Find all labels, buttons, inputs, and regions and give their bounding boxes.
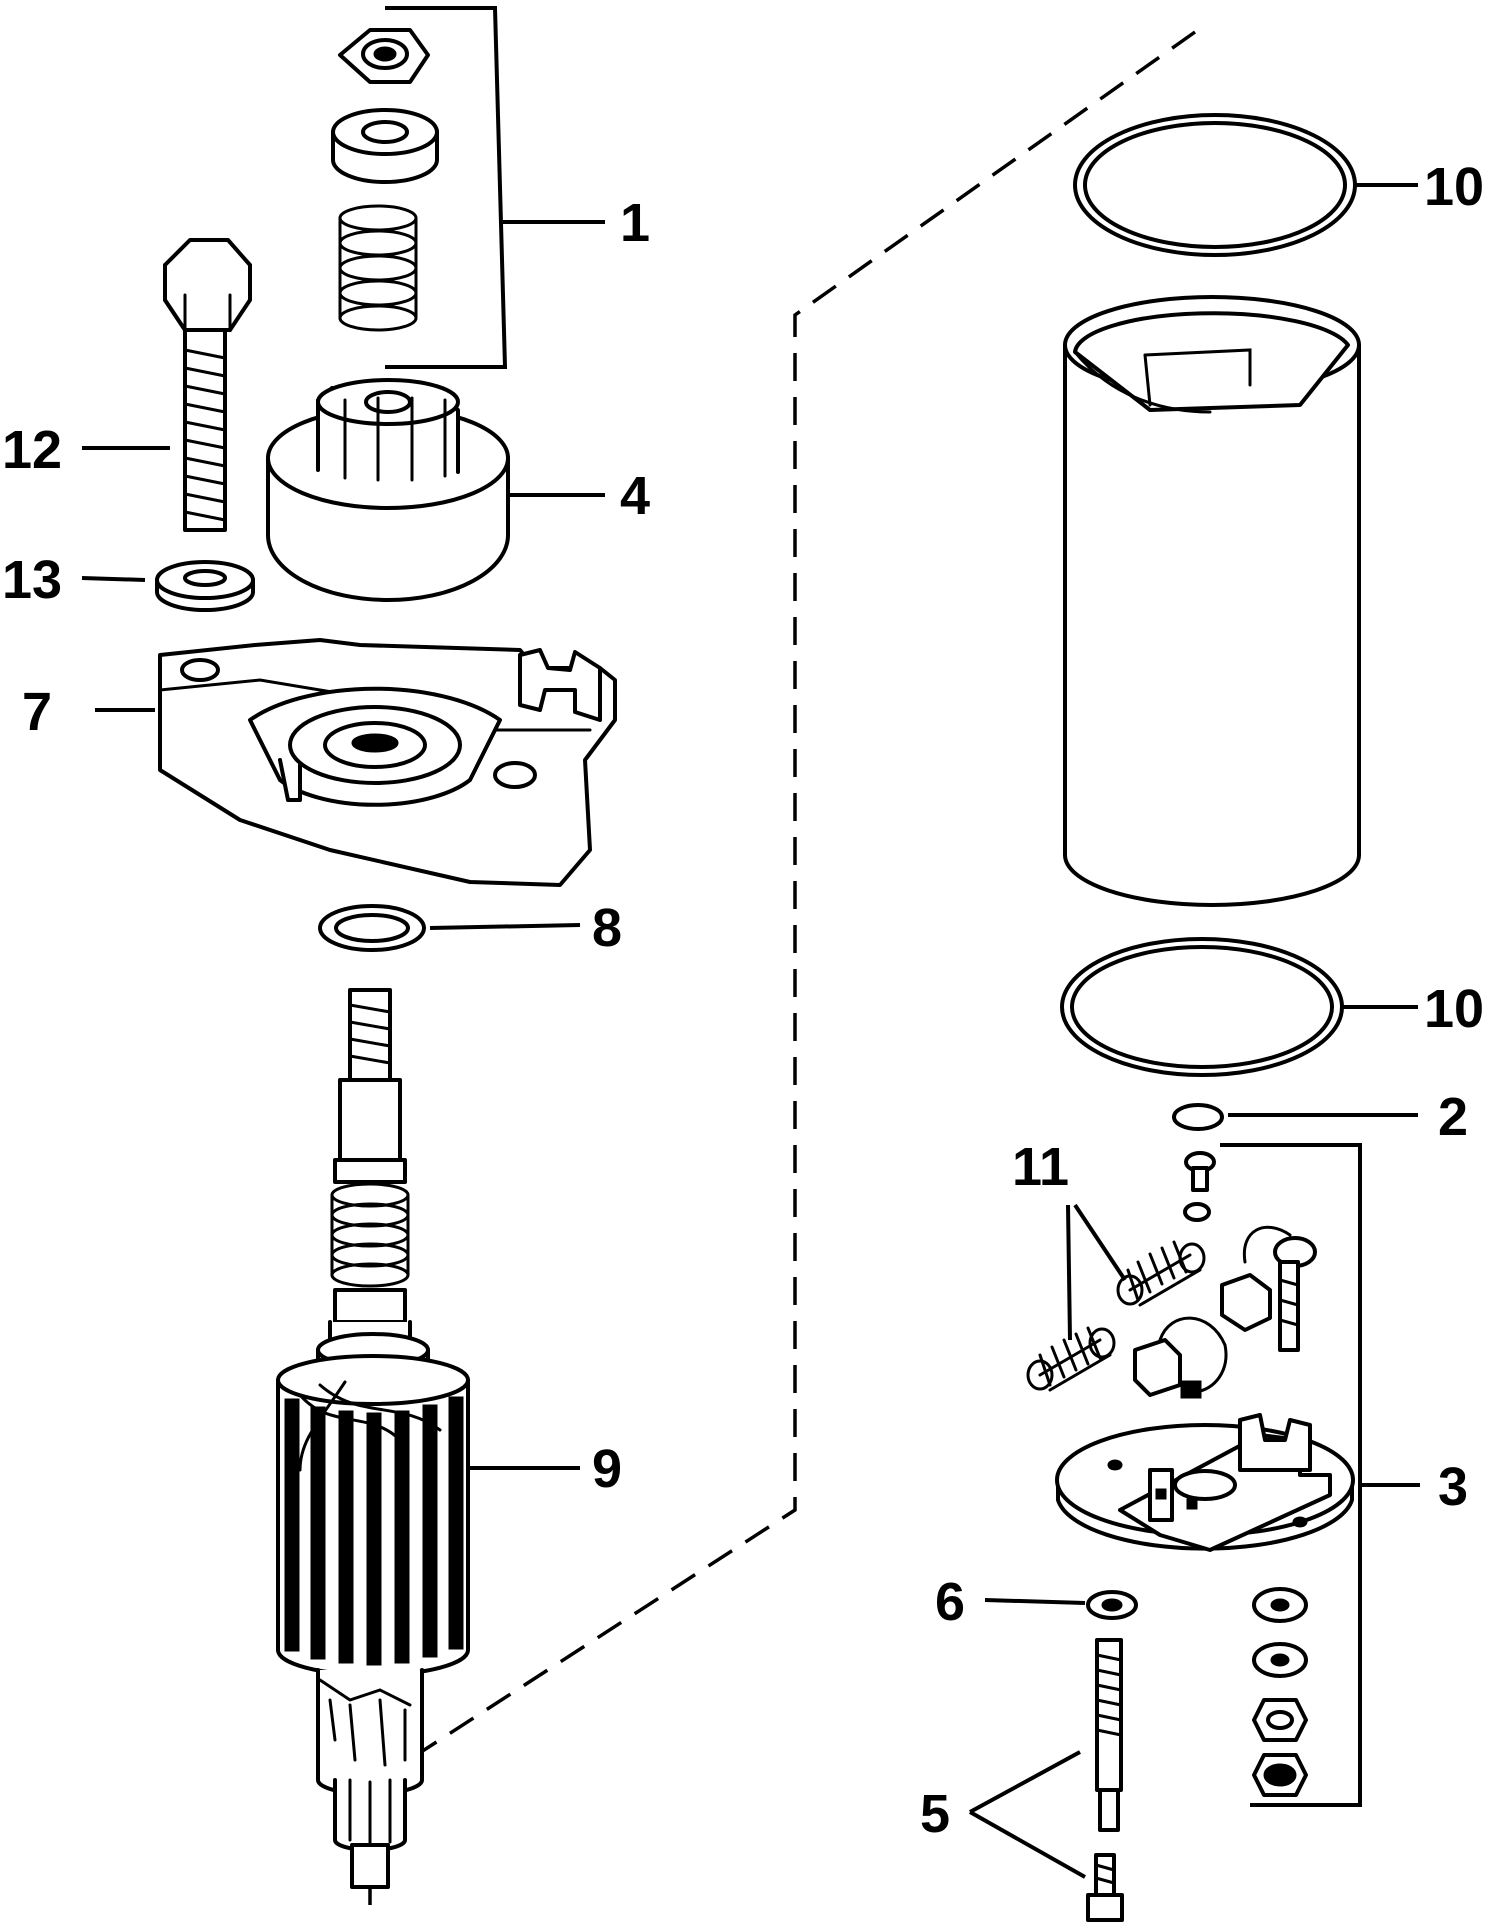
leader-8 (429, 923, 581, 930)
callout-1: 1 (620, 193, 650, 253)
callout-10-top: 10 (1424, 157, 1484, 217)
part-1-nut-bushing-spring (331, 28, 439, 332)
part-13-washer (155, 560, 255, 612)
callout-10-bottom: 10 (1424, 979, 1484, 1039)
callout-3: 3 (1438, 1457, 1468, 1517)
part-2-cap (1172, 1103, 1224, 1131)
coil-spring (338, 204, 418, 332)
through-bolt-short (1086, 1853, 1124, 1922)
part-9-armature (276, 988, 470, 1889)
stack-washer-2 (1252, 1642, 1308, 1678)
armature-shaft (333, 988, 407, 1184)
small-screw (1184, 1151, 1216, 1192)
part-4-drive-pinion (266, 378, 510, 602)
bracket-part-1 (385, 6, 605, 369)
callout-6: 6 (935, 1572, 965, 1632)
part-10-o-ring-top (1073, 113, 1357, 257)
leader-11 (1066, 1203, 1127, 1341)
hex-nut (338, 28, 430, 84)
brush-spring-upper (1116, 1240, 1206, 1307)
bushing (331, 108, 439, 184)
brush-holder-top (1220, 1225, 1317, 1352)
through-bolt-long (1095, 1638, 1123, 1832)
leader-6 (984, 1598, 1086, 1605)
part-12-bolt (163, 238, 252, 532)
bracket-part-3 (1220, 1143, 1420, 1807)
callout-8: 8 (592, 898, 622, 958)
part-5-through-bolts (1086, 1638, 1124, 1922)
stack-washer-1 (1252, 1587, 1308, 1623)
callout-13: 13 (2, 550, 62, 610)
frame-cylinder (1063, 295, 1361, 907)
part-10-o-ring-bottom (1060, 937, 1344, 1077)
armature-core (276, 1354, 470, 1677)
part-6-washer (1086, 1590, 1138, 1620)
part-11-brush-springs (1026, 1240, 1206, 1392)
callout-11: 11 (1012, 1137, 1069, 1197)
stack-lock-nut (1252, 1753, 1308, 1797)
leader-5 (969, 1750, 1086, 1879)
callout-2: 2 (1438, 1087, 1468, 1147)
armature-commutator (316, 1668, 424, 1889)
end-cap-plate (1055, 1413, 1355, 1552)
callout-4: 4 (620, 466, 650, 526)
callout-7: 7 (22, 682, 52, 742)
callout-9: 9 (592, 1439, 622, 1499)
stack-hex-nut (1252, 1698, 1308, 1742)
armature-spring (330, 1182, 410, 1288)
part-8-thrust-washer (318, 904, 426, 952)
part-7-drive-end-housing (158, 638, 617, 887)
bolt-threads (183, 348, 227, 522)
callout-5: 5 (920, 1784, 950, 1844)
callout-12: 12 (2, 420, 62, 480)
assembly-dashed-line (368, 30, 1197, 1905)
part-3-end-cap-assembly (1055, 1151, 1355, 1797)
leader-13 (81, 576, 146, 582)
brush-spring-lower (1026, 1326, 1116, 1392)
brush-holder-bottom (1133, 1316, 1228, 1399)
